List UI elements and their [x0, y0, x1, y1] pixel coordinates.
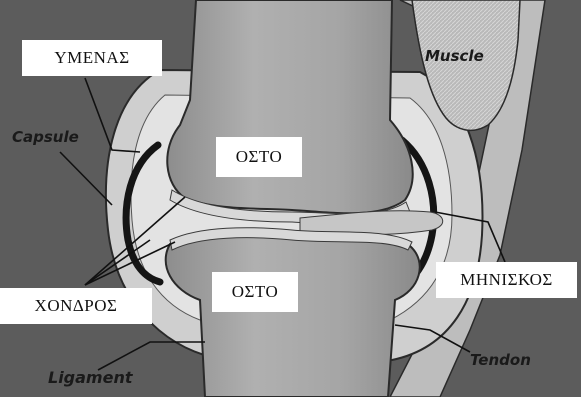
- capsule-label: Capsule: [12, 128, 79, 146]
- muscle-label: Muscle: [425, 47, 484, 65]
- lower-bone-label: ΟΣΤΟ: [212, 272, 298, 312]
- ligament-label: Ligament: [48, 368, 133, 387]
- tibia: [166, 232, 420, 397]
- chondros-label: ΧΟΝΔΡΟΣ: [0, 288, 152, 324]
- hymenas-label: ΥΜΕΝΑΣ: [22, 40, 162, 76]
- meniskos-label: ΜΗΝΙΣΚΟΣ: [436, 262, 577, 298]
- femur: [167, 0, 412, 213]
- tendon-label: Tendon: [470, 351, 531, 369]
- upper-bone-label: ΟΣΤΟ: [216, 137, 302, 177]
